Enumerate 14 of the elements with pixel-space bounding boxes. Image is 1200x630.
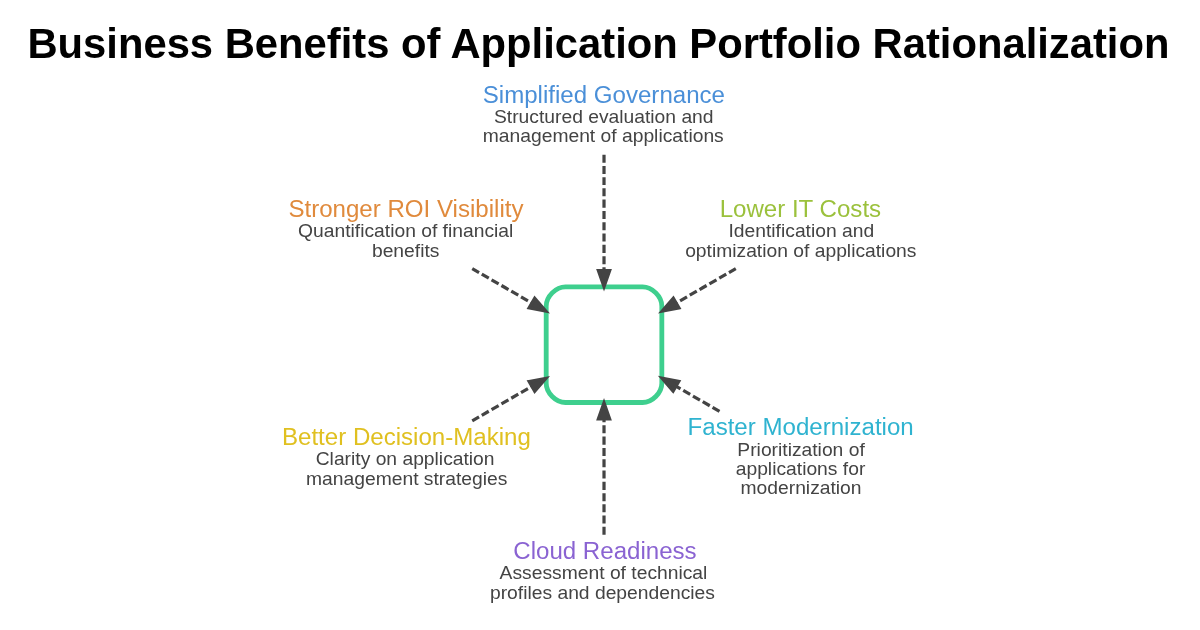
node-text: Stronger ROI Visibility Quantification of financial benefits (288, 195, 524, 261)
node-text: Lower IT Costs Identification and optimization of applications (685, 195, 917, 261)
node-text: Cloud Readiness Assessment of technical profiles and dependencies (489, 537, 715, 603)
arrow (596, 397, 612, 535)
diagram-title: Business Benefits of Application Portfolio Rationalization (27, 19, 1170, 67)
node-text: Better Decision-Making Clarity on application management strategies (281, 423, 531, 489)
node-box (543, 284, 665, 405)
node-text: Simplified Governance Structured evaluation and management of applications (482, 80, 726, 147)
arrow (471, 267, 550, 314)
arrow (471, 375, 550, 423)
arrow (596, 154, 612, 292)
arrow (658, 267, 737, 314)
arrow (657, 375, 721, 413)
node-text: Faster Modernization Prioritization of applications for modernization (687, 413, 914, 499)
